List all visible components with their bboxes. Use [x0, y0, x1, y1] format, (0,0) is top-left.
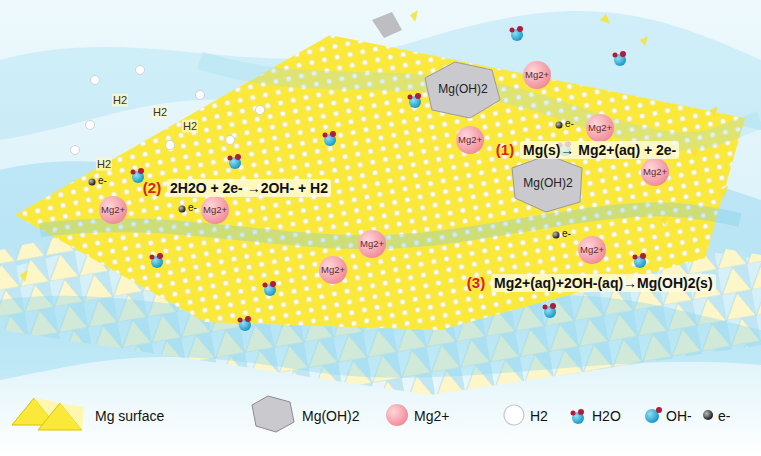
ion-label: Mg2+: [525, 70, 549, 81]
reaction-equation: Mg2+(aq)+2OH-(aq)→Mg(OH)2(s): [491, 274, 716, 292]
ion-sphere: [99, 196, 127, 224]
ion-label: Mg2+: [458, 135, 482, 146]
step-number: (3): [467, 274, 485, 291]
reaction-equation: 2H2O + 2e- →2OH- + H2: [167, 179, 331, 197]
reaction-equation: Mg(s)→ Mg2+(aq) + 2e-: [520, 141, 679, 159]
electron-dot: [556, 122, 563, 129]
ion-label: Mg2+: [580, 245, 604, 256]
electron-dot: [179, 206, 186, 213]
electron-label: e-: [188, 202, 197, 214]
ion-sphere: [358, 230, 386, 258]
ion-sphere: [586, 114, 614, 142]
legend-text: Mg(OH)2: [302, 408, 360, 424]
ion-label: Mg2+: [101, 205, 125, 216]
legend-text: H2: [530, 408, 548, 424]
electron-label: e-: [565, 118, 574, 130]
ion-label: Mg2+: [643, 167, 667, 178]
legend-text: e-: [718, 408, 730, 424]
ion-sphere: [523, 61, 551, 89]
legend-text: H2O: [592, 408, 621, 424]
ion-sphere: [641, 158, 669, 186]
ion-sphere: [319, 256, 347, 284]
legend-text: OH-: [666, 408, 692, 424]
hydroxide-label: Mg(OH)2: [523, 177, 572, 191]
gas-label: H2: [182, 120, 198, 133]
gas-label: H2: [152, 106, 168, 119]
ion-label: Mg2+: [588, 123, 612, 134]
electron-label: e-: [98, 175, 107, 187]
legend-text: Mg2+: [414, 408, 449, 424]
legend-symbols: [12, 396, 713, 432]
gas-label: H2: [96, 158, 112, 171]
legend-text: Mg surface: [95, 408, 164, 424]
ion-label: Mg2+: [203, 205, 227, 216]
electron-dot: [89, 179, 96, 186]
electron-dot: [553, 232, 560, 239]
ion-sphere: [578, 236, 606, 264]
hydroxide-label: Mg(OH)2: [438, 83, 487, 97]
ion-label: Mg2+: [360, 239, 384, 250]
electron-label: e-: [562, 228, 571, 240]
ion-sphere: [456, 126, 484, 154]
ion-label: Mg2+: [321, 265, 345, 276]
ion-sphere: [201, 196, 229, 224]
step-number: (1): [496, 141, 514, 158]
gas-label: H2: [112, 94, 128, 107]
step-number: (2): [143, 179, 161, 196]
